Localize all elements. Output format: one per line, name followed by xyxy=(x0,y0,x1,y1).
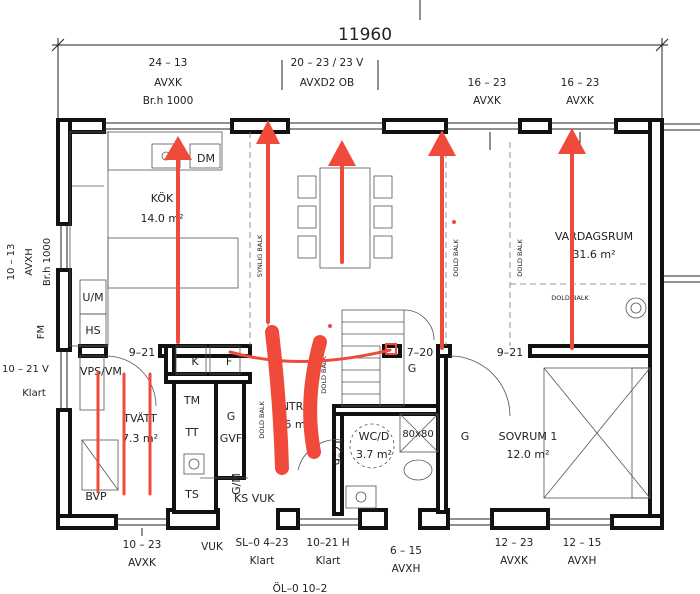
window-labels-left: 10 – 13 AVXH Br.h 1000 10 – 21 V Klart F… xyxy=(2,238,53,399)
room-area: 12.0 m² xyxy=(506,448,549,461)
window-code: SL–0 4–23 xyxy=(235,537,288,549)
door-label: 7–20 xyxy=(407,346,434,359)
fixture-f: F xyxy=(226,355,232,368)
fixture-dm: DM xyxy=(197,152,215,165)
window-code: 10–21 H xyxy=(306,537,349,549)
window-type: Klart xyxy=(250,555,275,567)
fixture-tt: TT xyxy=(184,426,199,439)
window-code: VUK xyxy=(201,541,224,553)
door-label: 9–21 xyxy=(332,439,345,466)
door-label: 9–21 xyxy=(129,346,156,359)
beam-label: SYNLIG BALK xyxy=(256,234,264,277)
window-type: AVXK xyxy=(154,77,183,89)
outer-walls xyxy=(56,118,700,530)
window-code: 10 – 13 xyxy=(6,244,17,281)
door-label: 9–21 xyxy=(497,346,524,359)
beam-label: DOLD BALK xyxy=(516,238,524,276)
fixture-bvp: BVP xyxy=(85,490,107,503)
window-type: AVXH xyxy=(24,248,35,275)
red-annotations xyxy=(96,120,586,496)
window-labels-top: 24 – 13 AVXK Br.h 1000 20 – 23 / 23 V AV… xyxy=(143,57,600,107)
dimension-label: 11960 xyxy=(338,25,392,45)
fixture-k: K xyxy=(191,355,199,368)
window-type: Klart xyxy=(22,388,46,399)
window-type: AVXH xyxy=(392,563,421,575)
room-name: TVÄTT xyxy=(122,412,157,425)
room-area: 31.6 m² xyxy=(572,248,615,261)
window-type: AVXK xyxy=(500,555,529,567)
window-code: 12 – 23 xyxy=(495,537,534,549)
window-type: AVXH xyxy=(568,555,597,567)
room-name: WC/D xyxy=(359,430,390,443)
fixture-fm: FM xyxy=(36,325,47,339)
window-note: Br.h 1000 xyxy=(143,95,194,107)
window-type: AVXK xyxy=(566,95,595,107)
beam-label: DOLD BALK xyxy=(452,238,460,276)
furniture xyxy=(69,131,651,509)
fixture-labels: DM U/M HS K F G GVF TM TT TS BVP VPS/VM … xyxy=(80,152,469,505)
room-area: 7.3 m² xyxy=(122,432,158,445)
room-name: SOVRUM 1 xyxy=(499,430,558,443)
fixture-g: G xyxy=(227,410,236,423)
fixture-gvf: GVF xyxy=(220,432,242,445)
room-name: KÖK xyxy=(151,192,174,205)
fixture-shower: 80x80 xyxy=(402,429,433,440)
window-type: Klart xyxy=(316,555,341,567)
fixture-ks-vuk: KS VUK xyxy=(234,492,275,505)
window-code: 24 – 13 xyxy=(149,57,188,69)
fixture-gm: G/M xyxy=(230,473,243,495)
fixture-vps: VPS/VM xyxy=(80,365,122,378)
window-code: 10 – 21 V xyxy=(2,364,49,375)
window-note: Br.h 1000 xyxy=(42,238,53,286)
fixture-g: G xyxy=(461,430,470,443)
window-code: 6 – 15 xyxy=(390,545,422,557)
room-area: 3.7 m² xyxy=(356,448,392,461)
window-type: AVXD2 OB xyxy=(300,77,354,89)
fixture-hs: HS xyxy=(85,324,100,337)
window-type: AVXK xyxy=(473,95,502,107)
window-code: 16 – 23 xyxy=(468,77,507,89)
room-area: 14.0 m² xyxy=(140,212,183,225)
beam-label: DOLD BALK xyxy=(258,400,266,438)
window-code: ÖL–0 10–2 xyxy=(273,582,328,594)
window-code: 20 – 23 / 23 V xyxy=(291,57,365,69)
window-type: AVXK xyxy=(128,557,157,569)
door-labels: 9–21 9–21 7–20 9–21 xyxy=(129,346,524,465)
fixture-g: G xyxy=(408,362,417,375)
window-code: 12 – 15 xyxy=(563,537,602,549)
room-name: VARDAGSRUM xyxy=(555,230,633,243)
window-code: 16 – 23 xyxy=(561,77,600,89)
window-code: 10 – 23 xyxy=(123,539,162,551)
fixture-ts: TS xyxy=(184,488,199,501)
fixture-tm: TM xyxy=(183,394,200,407)
beam-label: DOLD BALK xyxy=(320,355,328,393)
window-labels-bottom: 10 – 23 AVXK VUK SL–0 4–23 Klart 10–21 H… xyxy=(123,528,602,594)
top-dimension: 11960 xyxy=(51,0,669,120)
fixture-um: U/M xyxy=(82,291,103,304)
